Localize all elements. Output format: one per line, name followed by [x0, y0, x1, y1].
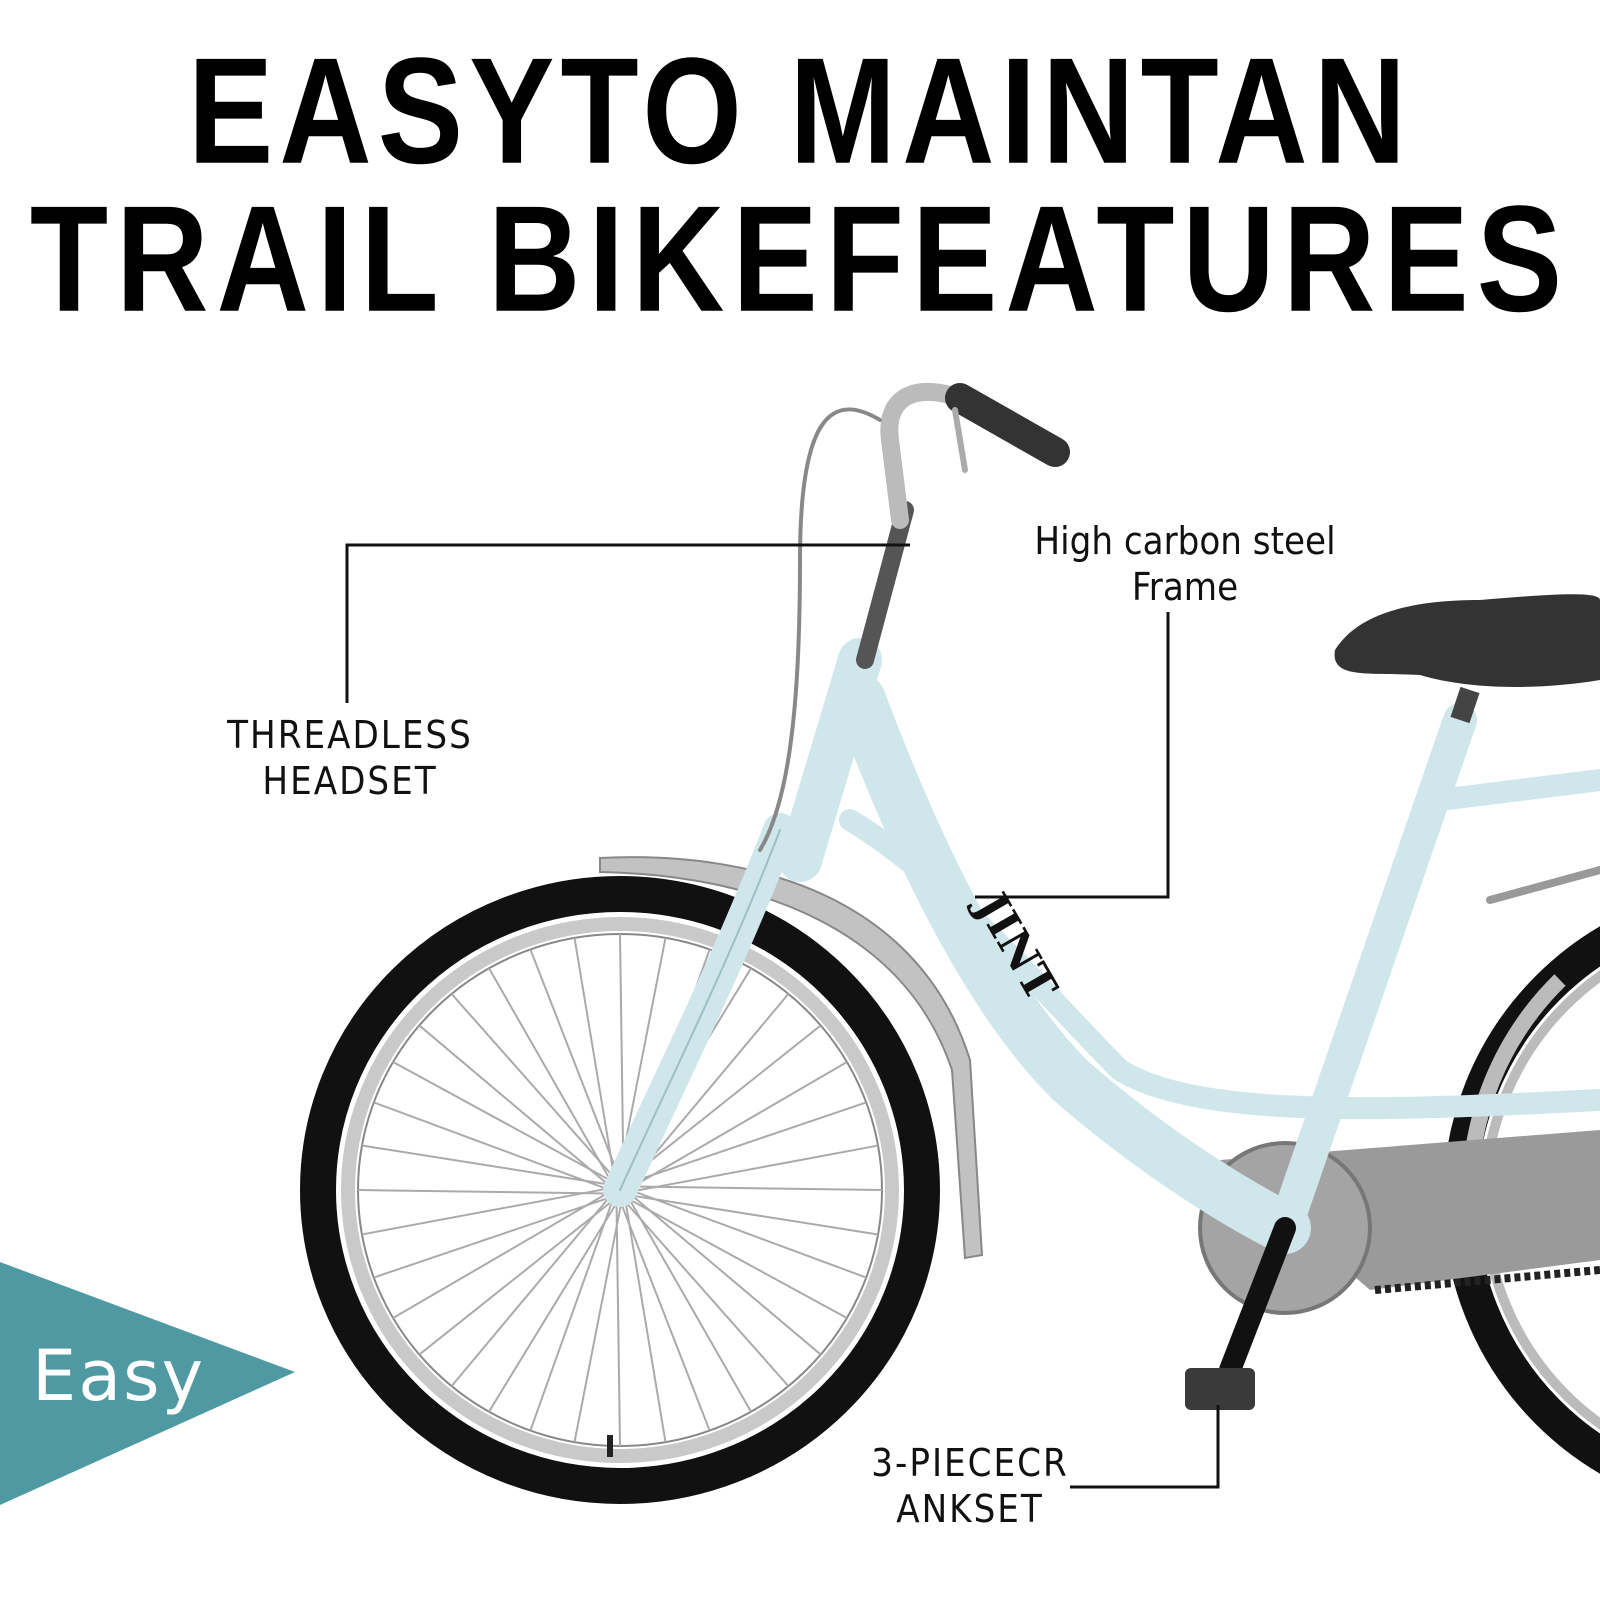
spoke: [624, 1202, 667, 1443]
callout-headset-line1: THREADLESS: [227, 713, 473, 757]
spoke: [529, 949, 620, 1177]
spoke: [450, 1197, 610, 1387]
spoke: [627, 1024, 822, 1180]
spoke: [629, 1198, 848, 1319]
callout-frame: High carbon steel Frame: [1010, 518, 1360, 610]
seat: [1334, 594, 1600, 724]
callout-crankset: 3-PIECECR ANKSET: [850, 1440, 1090, 1532]
spoke: [632, 1194, 879, 1236]
spoke: [529, 1201, 614, 1431]
callout-lines: [345, 543, 1220, 1489]
spoke: [392, 1061, 611, 1182]
spoke: [620, 1203, 711, 1431]
spoke: [450, 993, 615, 1179]
callout-crankset-line2: ANKSET: [896, 1487, 1044, 1531]
callout-frame-line1: High carbon steel: [1034, 519, 1336, 563]
callout-headset: THREADLESS HEADSET: [205, 712, 495, 804]
spoke: [625, 1201, 790, 1387]
spoke: [361, 1187, 607, 1236]
spoke: [631, 1195, 822, 1356]
easy-badge-triangle: [0, 1262, 295, 1505]
spoke: [357, 1189, 607, 1195]
spoke: [633, 1185, 883, 1191]
crankset: [1185, 1217, 1296, 1410]
spoke: [615, 1203, 621, 1447]
spoke: [631, 1101, 867, 1184]
spoke: [361, 1144, 608, 1186]
spoke: [633, 1144, 879, 1193]
spoke: [630, 993, 790, 1183]
spoke: [373, 1101, 607, 1190]
bike-frame: [603, 638, 1600, 1254]
handlebar: [758, 383, 1070, 852]
spoke: [373, 1196, 609, 1279]
callout-frame-line2: Frame: [1131, 565, 1239, 609]
spoke: [488, 967, 612, 1181]
spoke: [392, 1192, 608, 1319]
spoke: [488, 1202, 618, 1413]
easy-badge-label: Easy: [32, 1335, 206, 1417]
spoke: [628, 1199, 752, 1413]
spoke: [418, 1200, 613, 1356]
spoke: [573, 1203, 623, 1443]
spoke: [619, 933, 625, 1177]
spoke: [418, 1024, 609, 1185]
spoke: [632, 1061, 848, 1188]
callout-crankset-line1: 3-PIECECR: [871, 1441, 1069, 1485]
spoke: [573, 937, 616, 1178]
spoke: [633, 1190, 867, 1279]
callout-headset-line2: HEADSET: [262, 759, 438, 803]
front-wheel: [300, 876, 940, 1504]
headline-line-2: TRAIL BIKEFEATURES: [29, 175, 1571, 344]
headline-line-1: EASYTO MAINTAN: [187, 27, 1413, 196]
